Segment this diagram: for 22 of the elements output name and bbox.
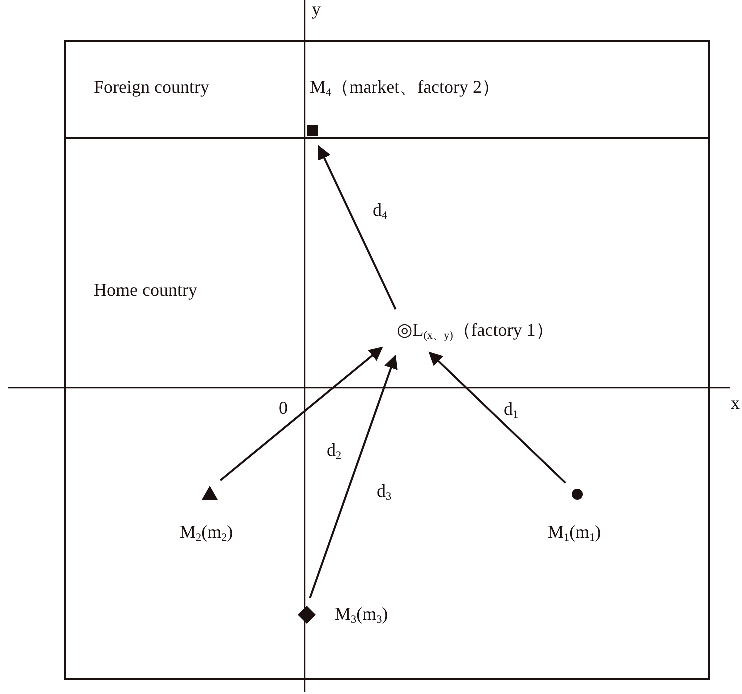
arrow [318,145,397,310]
region-box [64,40,710,139]
arrow [220,346,384,482]
diamond-marker [298,606,316,624]
arrow [428,352,566,484]
triangle-marker [202,486,218,500]
origin-label: 0 [279,399,288,419]
axis-label: y [312,0,321,20]
point-label: M$_{3}$(m$_{3}$) [335,605,388,626]
edge-label: d$_{1}$ [502,400,521,422]
region-label: Home country [94,281,198,301]
region-label: Foreign country [94,78,210,98]
point-label: M$_{2}$(m$_{2}$) [180,523,234,544]
location-label: ◎L$_{(x、y)}$（factory 1） [395,317,556,345]
square-marker [307,125,318,136]
region-box [64,137,710,680]
point-label: M$_{1}$(m$_{1}$) [548,523,602,544]
axis-label: x [731,394,740,414]
edge-label: d$_{3}$ [375,482,394,504]
arrow [309,354,398,599]
dot-marker [572,489,583,500]
point-label: M$_{4}$（market、factory 2） [310,78,500,100]
